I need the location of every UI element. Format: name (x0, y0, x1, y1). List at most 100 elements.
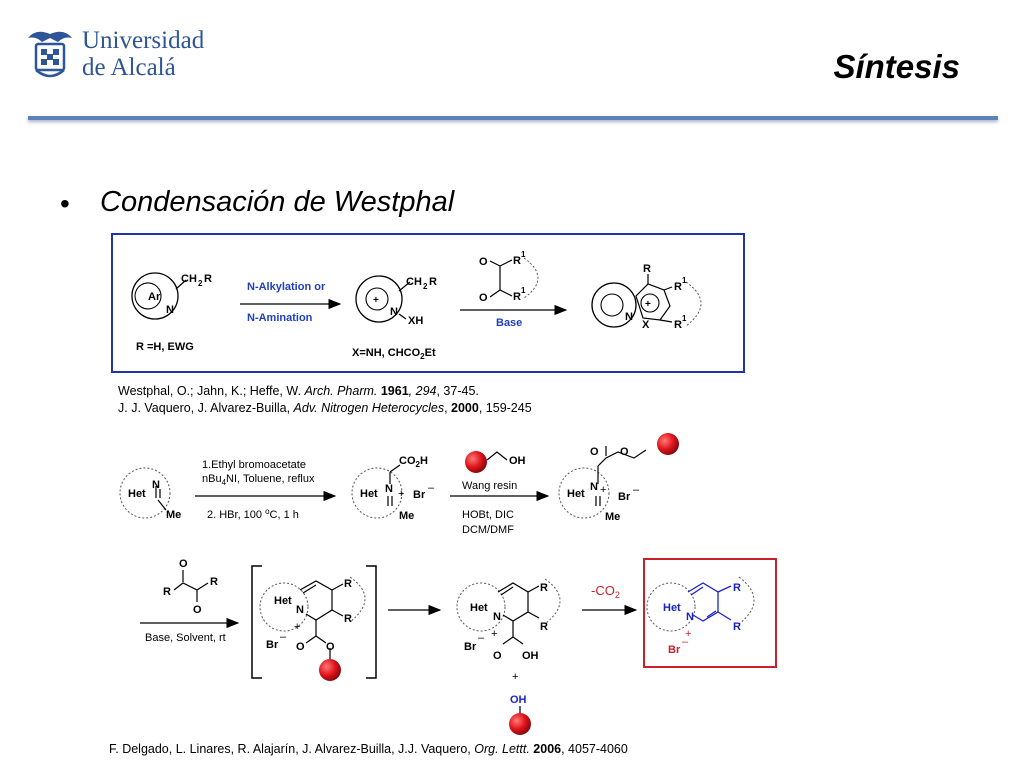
step1-conditions: nBu4NI, Toluene, reflux (202, 473, 315, 487)
start-het: Het (128, 488, 146, 500)
university-name-line1: Universidad (82, 27, 205, 54)
cyclization-conditions: Base, Solvent, rt (145, 632, 226, 644)
start-me: Me (166, 509, 181, 521)
bracketed-intermediate: Het N R R + Br – O O (251, 565, 377, 681)
pyridinium-acid: Het N + CO2H Br – Me (351, 455, 435, 522)
reactant-r: R (204, 273, 212, 285)
salt-o-ester: O (620, 446, 629, 458)
diketone-r1b: R (513, 291, 521, 303)
acid-co2h: CO2H (399, 455, 428, 469)
solid-phase-start: Het N Me (119, 467, 181, 521)
resin-bead (657, 433, 679, 455)
acid-product-oh: OH (522, 650, 539, 662)
bracket-n: N (296, 604, 304, 616)
ref3-year: 2006 (529, 742, 562, 756)
final-het: Het (663, 602, 681, 614)
ref3-authors: F. Delgado, L. Linares, R. Alajarín, J. … (109, 742, 475, 756)
header-divider (28, 116, 998, 120)
reference-vaquero: J. J. Vaquero, J. Alvarez-Builla, Adv. N… (118, 400, 532, 416)
dione-o-top: O (179, 558, 188, 570)
acid-me: Me (399, 510, 414, 522)
n-alkylation-label: N-Alkylation or (247, 281, 326, 293)
salt-br: Br (618, 491, 631, 503)
intermediate-r: R (429, 276, 437, 288)
product-r1b: R (674, 319, 682, 331)
solid-phase-step1: 1.Ethyl bromoacetate nBu4NI, Toluene, re… (195, 459, 337, 521)
intermediate-xh: XH (408, 315, 423, 327)
intermediate-resin-bead (319, 659, 341, 681)
acid-product-br: Br (464, 641, 477, 653)
westphal-scheme-frame (111, 233, 745, 373)
acid-product-br-minus: – (478, 632, 485, 644)
product-sup1a: 1 (682, 276, 687, 285)
acid-het: Het (360, 488, 378, 500)
ref1-authors: Westphal, O.; Jahn, K.; Heffe, W. (118, 384, 305, 398)
final-pyridinium-product: Het N R R + Br – (646, 576, 755, 656)
reference-westphal: Westphal, O.; Jahn, K.; Heffe, W. Arch. … (118, 383, 479, 399)
dione-r-left: R (163, 586, 171, 598)
university-logo (22, 24, 78, 85)
bracket-br-minus: – (280, 631, 287, 643)
byproduct-plus: + (512, 671, 518, 683)
r-definition: R =H, EWG (136, 341, 194, 353)
decarboxylation-step: -CO2 (582, 583, 638, 616)
ref1-journal: Arch. Pharm. (304, 384, 378, 398)
salt-het: Het (567, 488, 585, 500)
acid-product-n: N (493, 611, 501, 623)
westphal-reactant: Ar N CH 2 R R =H, EWG (131, 272, 212, 353)
final-br-minus: – (682, 636, 689, 648)
released-resin-bead (509, 713, 531, 735)
coupling-solvent: DCM/DMF (462, 524, 514, 536)
section-heading: Condensación de Westphal (100, 186, 455, 218)
acid-product-plus: + (491, 628, 497, 640)
step1-reagent: 1.Ethyl bromoacetate (202, 459, 306, 471)
westphal-product: R R 1 R 1 + N X (591, 263, 702, 331)
university-crest-icon (28, 31, 72, 78)
bracket-het: Het (274, 595, 292, 607)
coupling-reagents: HOBt, DIC (462, 509, 514, 521)
intermediate-n: N (390, 306, 398, 318)
diketone-r1a: R (513, 255, 521, 267)
acid-n: N (385, 483, 393, 495)
final-product-frame (643, 558, 777, 668)
wang-resin-label: Wang resin (462, 480, 517, 492)
bracket-r-bottom: R (344, 613, 352, 625)
wang-oh: OH (509, 455, 526, 467)
final-n: N (686, 611, 694, 623)
bullet-marker: • (60, 188, 70, 219)
bracket-o-carbonyl: O (296, 641, 305, 653)
product-sup1b: 1 (682, 314, 687, 323)
salt-o-carbonyl: O (590, 446, 599, 458)
free-acid-product: Het N R R + Br – O OH + OH (456, 578, 561, 735)
diketone-sup1a: 1 (521, 250, 526, 259)
product-n: N (625, 311, 633, 323)
ref1-pages: , 37-45. (436, 384, 479, 398)
acid-plus: + (398, 488, 404, 500)
westphal-intermediate: + N CH 2 R XH X=NH, CHCO2Et (352, 275, 437, 361)
product-plus: + (645, 299, 651, 310)
salt-plus: + (600, 484, 606, 496)
ref2-pages: , 159-245 (478, 401, 532, 415)
intermediate-sub2: 2 (423, 282, 428, 291)
reactant-n: N (166, 304, 174, 316)
acid-product-o: O (493, 650, 502, 662)
released-resin-oh: OH (510, 694, 527, 706)
acid-br: Br (413, 489, 426, 501)
wang-coupling: OH Wang resin HOBt, DIC DCM/DMF (450, 451, 550, 536)
bracket-r-top: R (344, 578, 352, 590)
bracket-o-ester: O (326, 641, 335, 653)
reactant-ch: CH (181, 273, 197, 285)
final-r-top: R (733, 582, 741, 594)
diketone-sup1b: 1 (521, 286, 526, 295)
salt-n: N (590, 481, 598, 493)
step2-conditions: 2. HBr, 100 oC, 1 h (207, 507, 299, 521)
acid-product-r-bottom: R (540, 621, 548, 633)
final-r-bottom: R (733, 621, 741, 633)
bracket-br: Br (266, 639, 279, 651)
final-plus: + (685, 628, 691, 640)
wang-resin-bead (465, 451, 487, 473)
ref2-journal: Adv. Nitrogen Heterocycles (293, 401, 445, 415)
diketone-o1: O (479, 256, 488, 268)
x-definition: X=NH, CHCO2Et (352, 347, 436, 361)
